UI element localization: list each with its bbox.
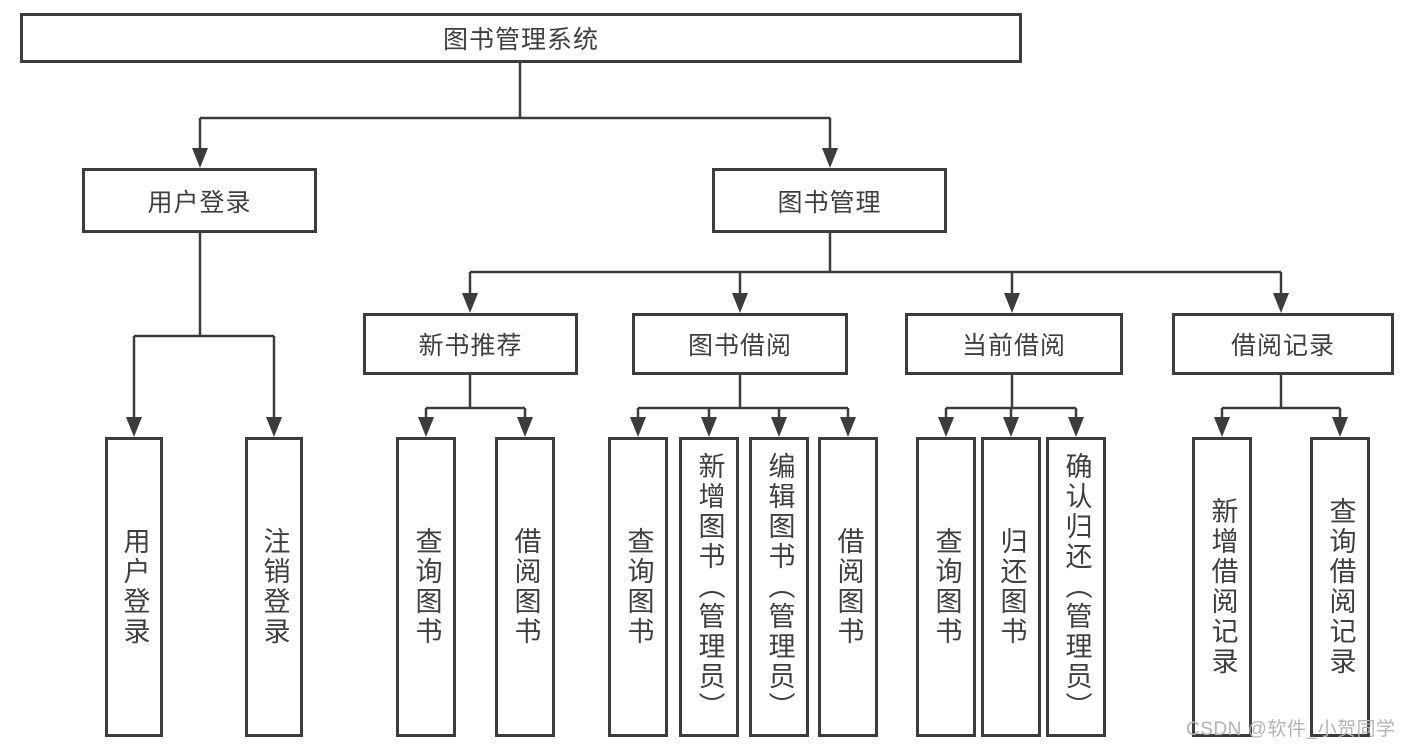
leaf-borrow-edit-books: 编辑图书（管理员） [749,437,809,737]
leaf-borrow-edit-books-label: 编辑图书（管理员） [764,452,795,722]
connector-book-management-to-level2 [462,233,1289,313]
node-new-book-recommend: 新书推荐 [363,313,578,375]
arrowhead-icon [630,417,646,437]
node-user-login: 用户登录 [82,168,317,233]
leaf-recommend-borrow-books: 借阅图书 [495,437,555,737]
leaf-records-query-record: 查询借阅记录 [1310,437,1370,737]
arrowhead-icon [462,293,478,313]
arrowhead-icon [1003,417,1019,437]
arrowhead-icon [1273,293,1289,313]
node-root: 图书管理系统 [20,13,1022,63]
leaf-user-login: 用户登录 [105,437,163,737]
leaf-borrow-query-books-label: 查询图书 [623,527,654,647]
connector-new-book-recommend-to-leaves [418,375,533,437]
arrowhead-icon [701,417,717,437]
arrowhead-icon [1332,417,1348,437]
leaf-logout: 注销登录 [245,437,303,737]
node-book-borrow: 图书借阅 [632,313,848,375]
arrowhead-icon [938,417,954,437]
node-new-book-recommend-label: 新书推荐 [418,332,523,360]
connector-root-to-level1 [192,63,838,168]
node-user-login-label: 用户登录 [147,188,252,217]
leaf-current-confirm-return: 确认归还（管理员） [1046,437,1106,737]
arrowhead-icon [822,148,838,168]
wire [1220,375,1342,423]
leaf-borrow-add-books-label: 新增图书（管理员） [694,452,725,722]
arrowhead-icon [732,293,748,313]
arrowhead-icon [418,417,434,437]
leaf-borrow-add-books: 新增图书（管理员） [679,437,739,737]
leaf-current-query-books: 查询图书 [916,437,976,737]
node-borrow-records-label: 借阅记录 [1230,332,1335,360]
leaf-logout-label: 注销登录 [259,527,290,647]
leaf-borrow-borrow-books-label: 借阅图书 [833,527,864,647]
wire [468,233,1283,299]
arrowhead-icon [1004,293,1020,313]
csdn-watermark: CSDN @软件_小贺同学 [1186,719,1396,740]
arrowhead-icon [771,417,787,437]
wire [424,375,527,423]
node-book-management: 图书管理 [712,168,947,233]
leaf-current-confirm-return-label: 确认归还（管理员） [1061,452,1092,722]
node-book-borrow-label: 图书借阅 [687,332,792,360]
arrowhead-icon [517,417,533,437]
node-root-label: 图书管理系统 [442,26,599,54]
arrowhead-icon [126,417,142,437]
leaf-recommend-query-books-label: 查询图书 [411,527,442,647]
leaf-current-return-books: 归还图书 [981,437,1041,737]
leaf-records-query-record-label: 查询借阅记录 [1325,497,1356,677]
connector-user-login-to-leaves [126,233,282,437]
wire [132,233,276,423]
leaf-borrow-query-books: 查询图书 [608,437,668,737]
leaf-recommend-borrow-books-label: 借阅图书 [510,527,541,647]
leaf-borrow-borrow-books: 借阅图书 [818,437,878,737]
node-current-borrow-label: 当前借阅 [961,332,1066,360]
leaf-user-login-label: 用户登录 [119,527,150,647]
wire [636,375,850,423]
wire [198,63,832,154]
node-borrow-records: 借阅记录 [1172,313,1394,375]
connector-borrow-records-to-leaves [1214,375,1348,437]
arrowhead-icon [192,148,208,168]
node-book-management-label: 图书管理 [777,188,882,217]
node-current-borrow: 当前借阅 [905,313,1123,375]
leaf-records-add-record-label: 新增借阅记录 [1207,497,1238,677]
leaf-current-return-books-label: 归还图书 [996,527,1027,647]
arrowhead-icon [1068,417,1084,437]
arrowhead-icon [266,417,282,437]
leaf-recommend-query-books: 查询图书 [396,437,456,737]
arrowhead-icon [1214,417,1230,437]
arrowhead-icon [840,417,856,437]
connector-current-borrow-to-leaves [938,375,1084,437]
connector-book-borrow-to-leaves [630,375,856,437]
leaf-records-add-record: 新增借阅记录 [1192,437,1252,737]
leaf-current-query-books-label: 查询图书 [931,527,962,647]
wire [944,375,1078,423]
